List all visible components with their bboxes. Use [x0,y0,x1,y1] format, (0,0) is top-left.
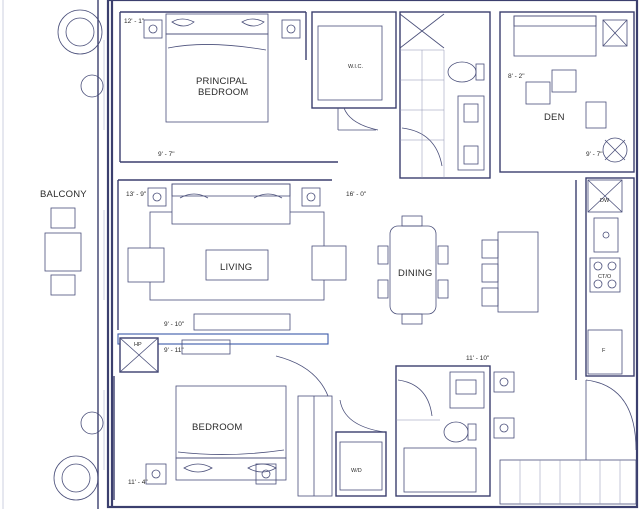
linen-label: HP [134,342,142,348]
hall-dim-2: 9' - 11" [164,347,184,354]
cooktop-label: CT/O [598,274,612,280]
den [499,11,635,173]
bedroom-label: BEDROOM [192,422,243,433]
entry-door [499,379,637,505]
second-bathroom [395,365,515,497]
hall-dim: 9' - 10" [164,321,185,328]
den-label: DEN [544,112,565,123]
washer-dryer-label: W/D [351,468,362,474]
bath-dim: 11' - 10" [466,355,490,362]
principal-depth-dim: 9' - 7" [158,151,175,158]
living-room [117,179,347,330]
dining-area [377,215,449,325]
den-depth-dim: 9' - 7" [586,151,603,158]
laundry [335,399,387,497]
exterior-walls [103,0,639,509]
den-width-dim: 8' - 2" [508,73,525,80]
dishwasher-label: DW [600,198,610,204]
bedroom [113,355,333,500]
balcony-label: BALCONY [40,189,87,200]
principal-width-dim: 12' - 1" [124,18,145,25]
walk-in-closet [311,11,397,131]
balcony-area [2,0,104,509]
principal-bedroom-label-2: BEDROOM [198,87,249,98]
dining-label: DINING [398,268,432,279]
living-width-dim: 13' - 9" [126,191,147,198]
bedroom-width-dim: 11' - 4" [128,479,148,486]
principal-bedroom [119,11,338,163]
principal-bedroom-label-1: PRINCIPAL [196,76,247,87]
fridge-label: F [602,348,606,354]
hall-area [117,313,329,373]
kitchen [481,177,635,380]
living-label: LIVING [220,262,252,273]
walk-in-closet-label: W.I.C. [348,64,363,70]
living-length-dim: 16' - 0" [346,191,367,198]
main-bathroom [399,11,491,179]
